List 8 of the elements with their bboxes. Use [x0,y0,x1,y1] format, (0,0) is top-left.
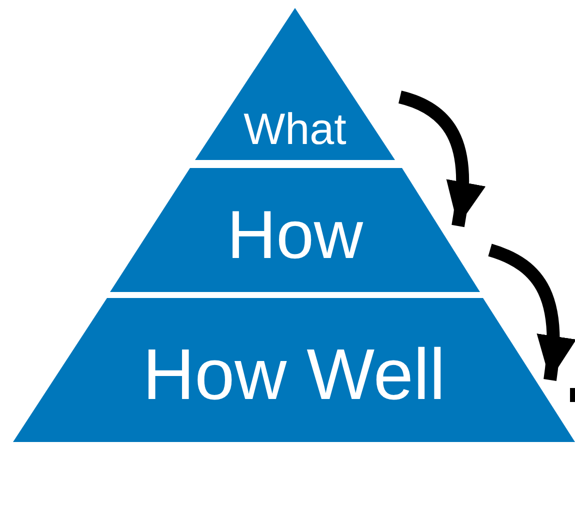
pyramid-level [110,168,480,292]
curved-arrow [488,244,575,381]
curved-arrow [398,90,485,227]
pyramid-level [195,8,395,160]
level-label: How Well [142,339,446,411]
pyramid-level [13,298,575,442]
level-label: How [226,201,364,269]
level-label: What [244,108,346,152]
